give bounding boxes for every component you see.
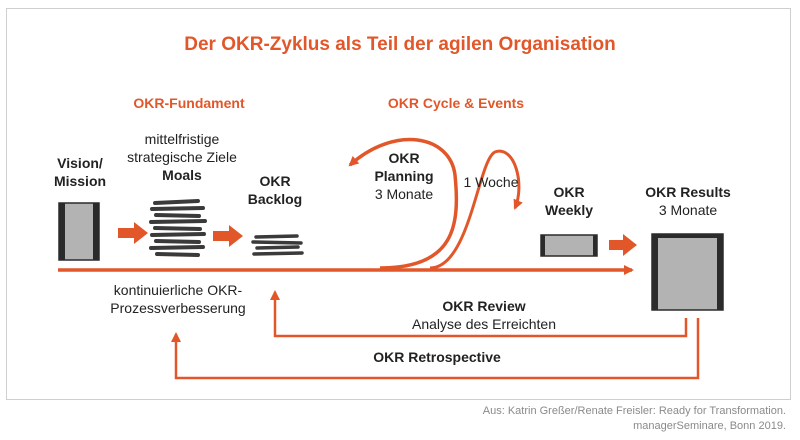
retrospective-feedback-arrow <box>171 318 700 380</box>
vision-label-line2: Mission <box>53 173 107 189</box>
weekly-loop-arrow <box>429 149 523 270</box>
moals-desc-line2: strategische Ziele <box>127 149 237 165</box>
moals-desc-line1: mittelfristige <box>144 131 220 147</box>
weekly-box <box>540 234 598 257</box>
moals-stack-icon <box>149 199 207 257</box>
weekly-label-line1: OKR <box>553 184 585 200</box>
process-improvement-line2: Prozessverbesserung <box>110 300 246 316</box>
results-box <box>651 233 724 311</box>
retrospective-label: OKR Retrospective <box>373 349 501 365</box>
review-feedback-arrow <box>270 290 688 338</box>
planning-loop-arrow <box>348 137 459 270</box>
moals-label: Moals <box>162 167 202 183</box>
results-duration: 3 Monate <box>658 202 718 218</box>
section-cycle: OKR Cycle & Events <box>387 95 525 111</box>
planning-duration: 3 Monate <box>374 186 434 202</box>
weekly-label-line2: Weekly <box>545 202 593 218</box>
block-arrows <box>118 222 637 256</box>
review-desc: Analyse des Erreichten <box>412 316 556 332</box>
section-fundament: OKR-Fundament <box>133 95 245 111</box>
weekly-loop-label: 1 Woche <box>463 174 519 190</box>
planning-label-line1: OKR <box>388 150 420 166</box>
diagram-frame <box>6 8 791 400</box>
backlog-label-line2: Backlog <box>247 191 303 207</box>
process-improvement-line1: kontinuierliche OKR- <box>113 282 243 298</box>
diagram-title: Der OKR-Zyklus als Teil der agilen Organ… <box>184 34 616 55</box>
backlog-stack-icon <box>251 234 304 256</box>
backlog-label-line1: OKR <box>259 173 291 189</box>
results-label: OKR Results <box>645 184 731 200</box>
source-line1: Aus: Katrin Greßer/Renate Freisler: Read… <box>482 405 786 417</box>
vision-mission-box <box>58 202 100 261</box>
review-label: OKR Review <box>442 298 526 314</box>
planning-label-line2: Planning <box>374 168 434 184</box>
vision-label-line1: Vision/ <box>57 155 103 171</box>
source-line2: managerSeminare, Bonn 2019. <box>633 420 786 432</box>
